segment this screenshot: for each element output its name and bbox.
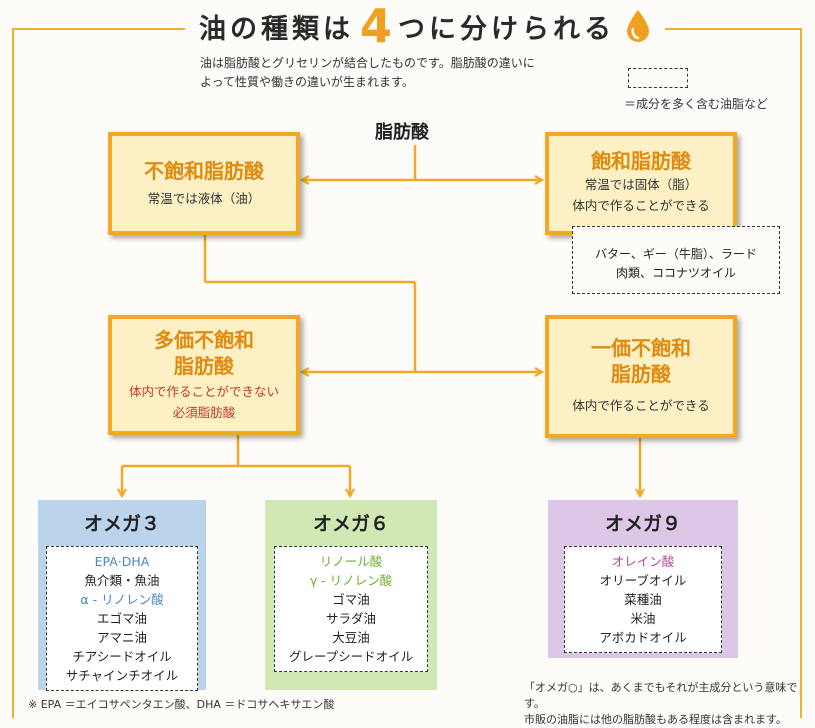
oil-drop-icon: [627, 10, 650, 42]
omega3-item: エゴマ油: [96, 611, 147, 626]
page-title: 油の種類は 4 つに分けられる: [185, 0, 666, 53]
omega6-item: ゴマ油: [332, 592, 370, 607]
poly-desc-1: 体内で作ることができない: [128, 384, 279, 399]
unsaturated-desc: 常温では液体（油）: [147, 191, 261, 206]
title-prefix: 油の種類は: [199, 13, 354, 45]
omega3-item: EPA·DHA: [94, 554, 150, 569]
omega6-item: リノール酸: [319, 554, 383, 569]
omega9-title: オメガ９: [604, 513, 681, 535]
legend-dashed-box: [628, 68, 688, 88]
legend-text: ＝成分を多く含む油脂など: [624, 97, 769, 111]
unsaturated-title: 不飽和脂肪酸: [144, 159, 264, 183]
intro-text: 油は脂肪酸とグリセリンが結合したものです。脂肪酸の違いによって性質や働きの違いが…: [200, 56, 535, 89]
title-number: 4: [360, 0, 393, 53]
mono-title-1: 一価不飽和: [591, 336, 691, 360]
root-fatty-acid-label: 脂肪酸: [375, 122, 429, 143]
omega3-item: アマニ油: [96, 630, 147, 645]
mono-box: 一価不飽和 脂肪酸 体内で作ることができる: [545, 315, 737, 438]
omega-note-line-2: 市販の油脂には他の脂肪酸もある程度は含まれます。: [524, 713, 787, 726]
omega6-box: オメガ６ リノール酸 γ - リノレン酸 ゴマ油 サラダ油 大豆油 グレープシー…: [265, 500, 437, 690]
omega6-item: 大豆油: [332, 630, 370, 645]
omega3-item: α - リノレン酸: [80, 592, 164, 607]
title-suffix: つに分けられる: [398, 13, 616, 45]
saturated-examples-2: 肉類、ココナツオイル: [615, 266, 736, 280]
mono-title-2: 脂肪酸: [611, 362, 671, 386]
mono-desc: 体内で作ることができる: [572, 398, 710, 413]
omega-note-line-1: 「オメガ○」は、あくまでもそれが主成分という意味です。: [524, 681, 798, 710]
poly-title-1: 多価不飽和: [154, 328, 254, 352]
saturated-box: 飽和脂肪酸 常温では固体（脂） 体内で作ることができる: [545, 132, 737, 235]
omega6-title: オメガ６: [312, 513, 389, 535]
omega-note: 「オメガ○」は、あくまでもそれが主成分という意味です。 市販の油脂には他の脂肪酸…: [524, 680, 815, 728]
saturated-examples-1: バター、ギー（牛脂）、ラード: [595, 247, 757, 261]
omega3-item: チアシードオイル: [72, 649, 172, 664]
omega3-item: サチャインチオイル: [65, 668, 179, 683]
saturated-examples-box: バター、ギー（牛脂）、ラード 肉類、ココナツオイル: [572, 226, 780, 294]
omega3-item: 魚介類・魚油: [84, 573, 160, 588]
omega6-list: リノール酸 γ - リノレン酸 ゴマ油 サラダ油 大豆油 グレープシードオイル: [274, 546, 428, 672]
saturated-title: 飽和脂肪酸: [591, 149, 691, 173]
saturated-desc-2: 体内で作ることができる: [572, 198, 710, 213]
poly-desc-2: 必須脂肪酸: [172, 405, 236, 420]
omega6-item: サラダ油: [325, 611, 376, 626]
omega9-item: アボカドオイル: [599, 630, 687, 645]
omega9-item: 米油: [630, 611, 656, 626]
omega9-box: オメガ９ オレイン酸 オリーブオイル 菜種油 米油 アボカドオイル: [548, 500, 738, 658]
omega9-item: オリーブオイル: [599, 573, 687, 588]
unsaturated-box: 不飽和脂肪酸 常温では液体（油）: [108, 132, 300, 235]
omega3-title: オメガ３: [83, 513, 160, 535]
poly-title-2: 脂肪酸: [174, 354, 234, 378]
omega3-box: オメガ３ EPA·DHA 魚介類・魚油 α - リノレン酸 エゴマ油 アマニ油 …: [38, 500, 206, 691]
omega6-item: γ - リノレン酸: [309, 573, 393, 588]
omega9-item: 菜種油: [624, 592, 662, 607]
omega6-item: グレープシードオイル: [288, 649, 414, 664]
omega9-list: オレイン酸 オリーブオイル 菜種油 米油 アボカドオイル: [564, 546, 722, 653]
omega3-list: EPA·DHA 魚介類・魚油 α - リノレン酸 エゴマ油 アマニ油 チアシード…: [46, 546, 198, 691]
footnote: ※ EPA ＝エイコサペンタエン酸、DHA ＝ドコサヘキサエン酸: [28, 698, 335, 711]
poly-box: 多価不飽和 脂肪酸 体内で作ることができない 必須脂肪酸: [108, 315, 300, 435]
omega9-item: オレイン酸: [611, 554, 675, 569]
saturated-desc-1: 常温では固体（脂）: [584, 177, 698, 192]
